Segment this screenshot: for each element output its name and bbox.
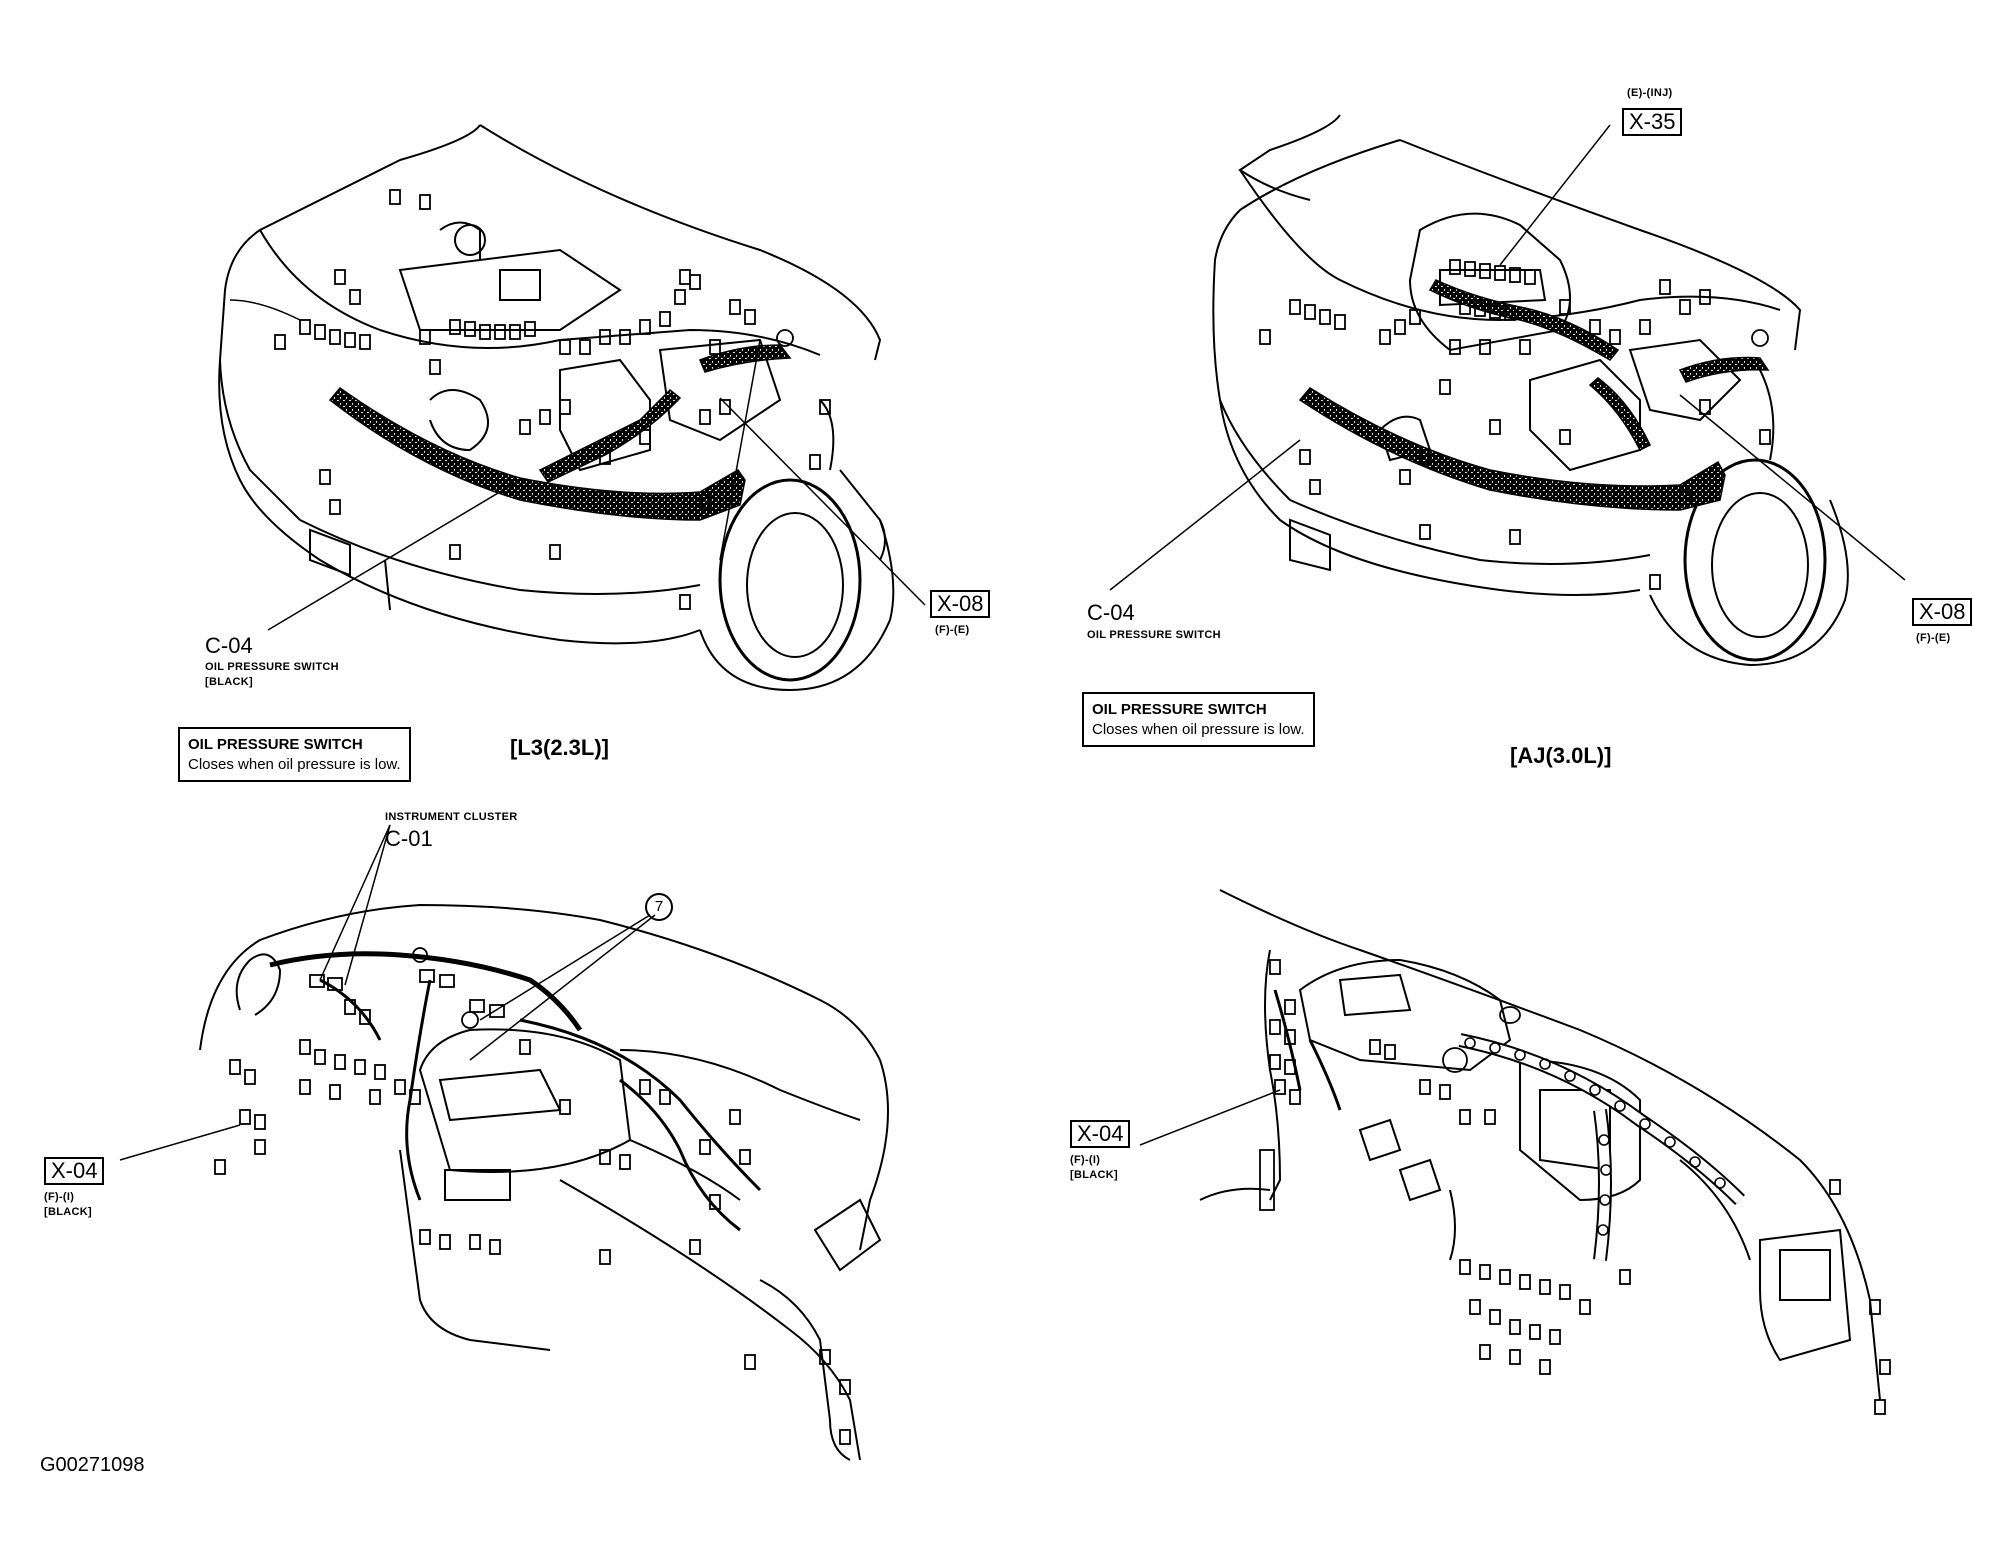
dashboard-left-drawing — [199, 903, 889, 1461]
variant-label-l3: [L3(2.3L)] — [510, 735, 609, 760]
engine-bay-aj-drawing — [1212, 114, 1849, 667]
c04-name-aj: OIL PRESSURE SWITCH — [1087, 629, 1221, 641]
ground-point-7: 7 — [645, 893, 673, 921]
variant-label-aj: [AJ(3.0L)] — [1510, 743, 1612, 768]
c04-code-l3: C-04 — [205, 633, 253, 658]
figure-id: G00271098 — [40, 1454, 145, 1476]
note-title-aj: OIL PRESSURE SWITCH — [1092, 701, 1267, 718]
engine-bay-l3-drawing — [218, 124, 895, 692]
c01-name: INSTRUMENT CLUSTER — [385, 811, 518, 823]
x04-code-left: X-04 — [44, 1157, 105, 1185]
dashboard-right-drawing — [1199, 889, 1891, 1415]
x08-sub-l3: (F)-(E) — [935, 624, 970, 636]
x35-sub-aj: (E)-(INJ) — [1627, 87, 1673, 99]
note-text-aj: Closes when oil pressure is low. — [1092, 720, 1305, 738]
x35-code-aj: X-35 — [1622, 108, 1683, 136]
x04-color-left: [BLACK] — [44, 1206, 92, 1218]
x04-sub-right: (F)-(I) — [1070, 1154, 1101, 1166]
x04-color-right: [BLACK] — [1070, 1169, 1118, 1181]
oil-pressure-note-l3: OIL PRESSURE SWITCH Closes when oil pres… — [178, 727, 411, 782]
c01-code: C-01 — [385, 826, 433, 851]
c04-color-l3: [BLACK] — [205, 676, 253, 688]
oil-pressure-note-aj: OIL PRESSURE SWITCH Closes when oil pres… — [1082, 692, 1315, 747]
x08-sub-aj: (F)-(E) — [1916, 632, 1951, 644]
x04-sub-left: (F)-(I) — [44, 1191, 75, 1203]
x08-code-l3: X-08 — [930, 590, 991, 618]
x08-code-aj: X-08 — [1912, 598, 1973, 626]
note-text-l3: Closes when oil pressure is low. — [188, 755, 401, 773]
x04-code-right: X-04 — [1070, 1120, 1131, 1148]
note-title-l3: OIL PRESSURE SWITCH — [188, 736, 363, 753]
c04-code-aj: C-04 — [1087, 600, 1135, 625]
c04-name-l3: OIL PRESSURE SWITCH — [205, 661, 339, 673]
